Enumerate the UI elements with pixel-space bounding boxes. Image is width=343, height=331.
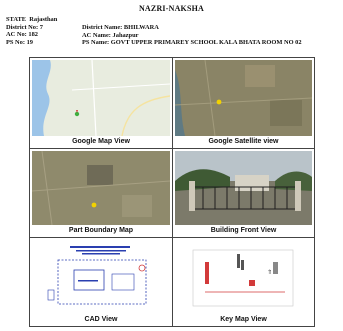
google-satellite-panel: Google Satellite view bbox=[173, 58, 314, 148]
state-row: STATE Rajasthan bbox=[6, 16, 57, 24]
key-map-caption: Key Map View bbox=[220, 316, 267, 323]
ac-name-row: AC Name: Jahazpur bbox=[82, 32, 340, 40]
ac-no-row: AC No: 182 bbox=[6, 31, 57, 39]
part-boundary-image bbox=[32, 151, 170, 225]
cad-caption: CAD View bbox=[84, 316, 118, 323]
google-map-caption: Google Map View bbox=[72, 138, 130, 145]
google-map-image bbox=[32, 60, 170, 136]
ac-name-label: AC Name: bbox=[82, 31, 111, 39]
grid-divider-row1 bbox=[30, 148, 314, 149]
ps-no-value: 19 bbox=[26, 38, 33, 46]
district-no-label: District No: bbox=[6, 23, 39, 31]
info-right-column: District Name: BHILWARA AC Name: Jahazpu… bbox=[82, 24, 340, 47]
district-name-row: District Name: BHILWARA bbox=[82, 24, 340, 32]
ps-name-row: PS Name: GOVT UPPER PRIMAREY SCHOOL KALA… bbox=[82, 39, 340, 47]
district-no-value: 7 bbox=[39, 23, 43, 31]
district-name-label: District Name: bbox=[82, 24, 123, 31]
views-grid: Google Map View Google Satellite view bbox=[29, 57, 315, 327]
part-boundary-panel: Part Boundary Map bbox=[30, 149, 172, 237]
google-satellite-image bbox=[175, 60, 312, 136]
district-no-row: District No: 7 bbox=[6, 24, 57, 32]
ac-no-value: 182 bbox=[28, 31, 38, 39]
grid-divider-vertical bbox=[172, 58, 173, 326]
svg-text:⇑: ⇑ bbox=[267, 269, 272, 276]
google-satellite-caption: Google Satellite view bbox=[208, 138, 279, 145]
ps-no-row: PS No: 19 bbox=[6, 39, 57, 47]
cad-panel: CAD View bbox=[30, 238, 172, 326]
building-front-caption: Building Front View bbox=[210, 227, 277, 234]
ps-no-label: PS No: bbox=[6, 38, 25, 46]
key-map-panel: ⇑ Key Map View bbox=[173, 238, 314, 326]
document-title: NAZRI-NAKSHA bbox=[138, 4, 205, 13]
state-label: STATE bbox=[6, 16, 27, 23]
building-front-panel: Building Front View bbox=[173, 149, 314, 237]
cad-image bbox=[32, 240, 170, 314]
grid-divider-row2 bbox=[30, 237, 314, 238]
ac-name-value: Jahazpur bbox=[112, 31, 139, 39]
district-name-value: BHILWARA bbox=[123, 24, 159, 31]
building-front-image bbox=[175, 151, 312, 225]
ac-no-label: AC No: bbox=[6, 31, 27, 39]
state-value: Rajasthan bbox=[29, 16, 58, 23]
google-map-panel: Google Map View bbox=[30, 58, 172, 148]
key-map-image: ⇑ bbox=[175, 240, 312, 314]
ps-name-label: PS Name: bbox=[82, 39, 110, 47]
part-boundary-caption: Part Boundary Map bbox=[68, 227, 134, 234]
ps-name-value: GOVT UPPER PRIMAREY SCHOOL KALA BHATA RO… bbox=[110, 39, 302, 47]
info-left-column: STATE Rajasthan District No: 7 AC No: 18… bbox=[6, 16, 57, 46]
